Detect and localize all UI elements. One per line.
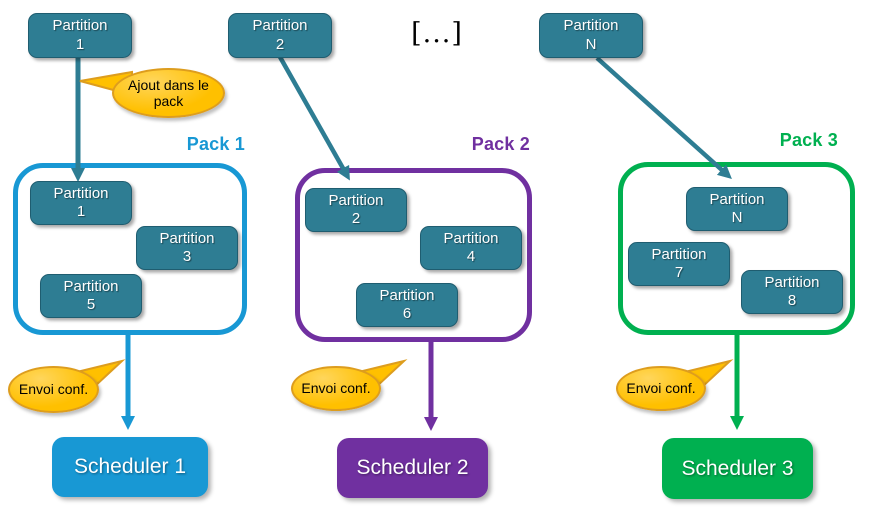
partition-label: Partition — [63, 277, 119, 295]
pack3-partition-n: Partition N — [686, 187, 788, 231]
pack2-partition-6: Partition 6 — [356, 283, 458, 327]
partition-number: N — [731, 209, 743, 226]
partition-number: 1 — [76, 203, 86, 220]
pack-2-container — [295, 168, 532, 342]
callout-send-conf-1: Envoi conf. — [8, 366, 99, 413]
callout-send-conf-3: Envoi conf. — [616, 366, 706, 411]
partition-n-source: Partition N — [539, 13, 643, 58]
partition-number: 7 — [674, 264, 684, 281]
partition-label: Partition — [563, 17, 619, 35]
pack-2-title: Pack 2 — [471, 134, 530, 154]
callout-text: Envoi conf. — [18, 381, 89, 398]
partition-number: 5 — [86, 296, 96, 313]
callout-text: Ajout dans le — [128, 76, 209, 93]
arrow-partitionN-to-pack3 — [595, 56, 732, 180]
partition-number: 2 — [275, 35, 285, 53]
pack-1-title: Pack 1 — [186, 134, 245, 154]
partition-label: Partition — [328, 191, 384, 209]
partition-2-source: Partition 2 — [228, 13, 332, 58]
pack3-partition-8: Partition 8 — [741, 270, 843, 314]
partition-number: 4 — [466, 248, 476, 265]
pack1-partition-1: Partition 1 — [30, 181, 132, 225]
scheduler-3-box: Scheduler 3 — [662, 438, 813, 499]
partition-label: Partition — [52, 17, 108, 35]
partition-number: 3 — [182, 248, 192, 265]
pack-3-container — [618, 162, 855, 335]
partition-label: Partition — [53, 184, 109, 202]
partition-number: N — [585, 35, 597, 53]
partition-label: Partition — [379, 286, 435, 304]
partition-label: Partition — [764, 273, 820, 291]
partition-number: 8 — [787, 292, 797, 309]
partition-1-source: Partition 1 — [28, 13, 132, 58]
pack-3-title: Pack 3 — [779, 130, 838, 150]
callout-text: pack — [153, 93, 184, 109]
partition-number: 2 — [351, 210, 361, 227]
pack-1-container — [13, 163, 247, 335]
partition-number: 1 — [75, 35, 85, 53]
ellipsis-more-partitions: [...] — [411, 18, 463, 49]
arrow-partition2-to-pack2 — [278, 55, 350, 181]
scheduler-2-box: Scheduler 2 — [337, 438, 488, 498]
partition-label: Partition — [651, 245, 707, 263]
pack2-partition-4: Partition 4 — [420, 226, 522, 270]
callout-text: Envoi conf. — [626, 380, 696, 397]
scheduler-1-box: Scheduler 1 — [52, 437, 208, 497]
partition-label: Partition — [443, 229, 499, 247]
pack1-partition-3: Partition 3 — [136, 226, 238, 270]
partition-label: Partition — [709, 190, 765, 208]
pack3-partition-7: Partition 7 — [628, 242, 730, 286]
pack1-partition-5: Partition 5 — [40, 274, 142, 318]
callout-add-to-pack: Ajout dans le pack — [112, 68, 225, 118]
callout-text: Envoi conf. — [301, 380, 371, 397]
partition-label: Partition — [252, 17, 308, 35]
partition-label: Partition — [159, 229, 215, 247]
partition-number: 6 — [402, 305, 412, 322]
pack2-partition-2: Partition 2 — [305, 188, 407, 232]
callout-send-conf-2: Envoi conf. — [291, 366, 381, 411]
